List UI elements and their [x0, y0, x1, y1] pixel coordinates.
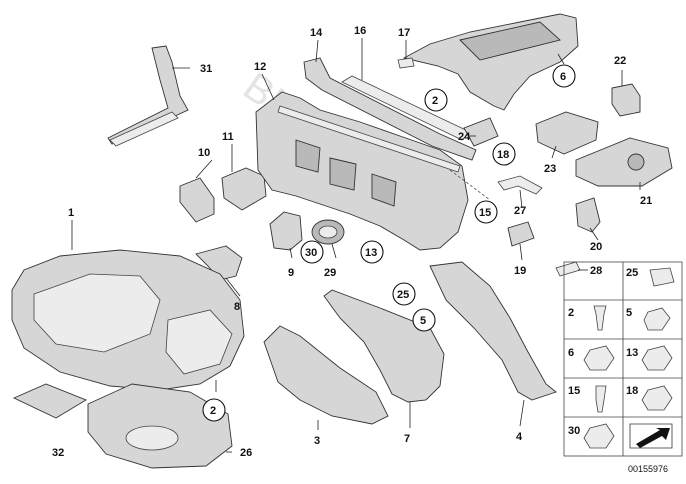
part-22	[611, 83, 641, 117]
grid-label-18: 18	[626, 385, 638, 397]
label-24: 24	[458, 131, 471, 143]
part-11	[221, 167, 267, 211]
grid-label-2: 2	[568, 307, 574, 319]
grid-label-30: 30	[568, 425, 580, 437]
label-14: 14	[310, 27, 323, 39]
part-4	[429, 261, 557, 401]
grid-label-6: 6	[568, 347, 574, 359]
part-32	[12, 383, 88, 419]
label-12: 12	[254, 61, 266, 73]
circled-callouts: 6 2 18 15 30 13 25 5 2	[202, 64, 576, 422]
part-19	[507, 221, 535, 247]
label-32: 32	[52, 447, 64, 459]
label-28: 28	[590, 265, 602, 277]
label-30-circled: 30	[305, 247, 317, 259]
label-17: 17	[398, 27, 410, 39]
part-23	[535, 111, 599, 155]
part-7	[323, 289, 445, 403]
label-21: 21	[640, 195, 652, 207]
part-14	[303, 57, 477, 161]
label-29: 29	[324, 267, 336, 279]
label-18-circled: 18	[497, 149, 509, 161]
grid-label-5: 5	[626, 307, 632, 319]
label-11: 11	[222, 131, 234, 143]
part-26	[87, 383, 233, 469]
part-6	[402, 13, 579, 111]
part-1	[11, 249, 245, 391]
label-2-circled-top: 2	[432, 95, 438, 107]
part-10	[179, 177, 215, 223]
fastener-grid: 25 2 5 6 13 15 18 30	[563, 261, 683, 457]
label-20: 20	[590, 241, 602, 253]
part-31	[107, 45, 189, 147]
label-31: 31	[200, 63, 212, 75]
label-7: 7	[404, 433, 410, 445]
part-21	[575, 137, 673, 187]
grid-label-25: 25	[626, 267, 638, 279]
part-29	[311, 219, 345, 245]
label-10: 10	[198, 147, 210, 159]
label-3: 3	[314, 435, 320, 447]
label-6-circled: 6	[560, 71, 566, 83]
label-26: 26	[240, 447, 252, 459]
label-2-circled-bottom: 2	[210, 405, 216, 417]
label-1: 1	[68, 207, 74, 219]
arrow-icon	[629, 423, 673, 449]
label-13-circled: 13	[365, 247, 377, 259]
label-25-circled: 25	[397, 289, 409, 301]
leader-lines	[71, 38, 641, 453]
label-5-circled: 5	[420, 315, 426, 327]
part-8	[195, 245, 243, 281]
reference-number: 00155976	[628, 464, 668, 474]
label-16: 16	[354, 25, 366, 37]
callouts: 31 1 12 14 16 17 22 11 10 24 23 21 27 20…	[52, 25, 652, 459]
grid-label-13: 13	[626, 347, 638, 359]
part-17	[397, 57, 415, 69]
label-9: 9	[288, 267, 294, 279]
part-12	[255, 91, 469, 251]
label-23: 23	[544, 163, 556, 175]
grid-label-15: 15	[568, 385, 580, 397]
label-4: 4	[516, 431, 523, 443]
label-22: 22	[614, 55, 626, 67]
label-8: 8	[234, 301, 240, 313]
part-28	[555, 261, 581, 277]
part-24	[463, 117, 499, 147]
part-3	[263, 325, 389, 425]
part-20	[575, 197, 601, 233]
part-9	[269, 211, 303, 251]
part-27	[497, 175, 543, 195]
label-15-circled: 15	[479, 207, 491, 219]
label-19: 19	[514, 265, 526, 277]
label-27: 27	[514, 205, 526, 217]
